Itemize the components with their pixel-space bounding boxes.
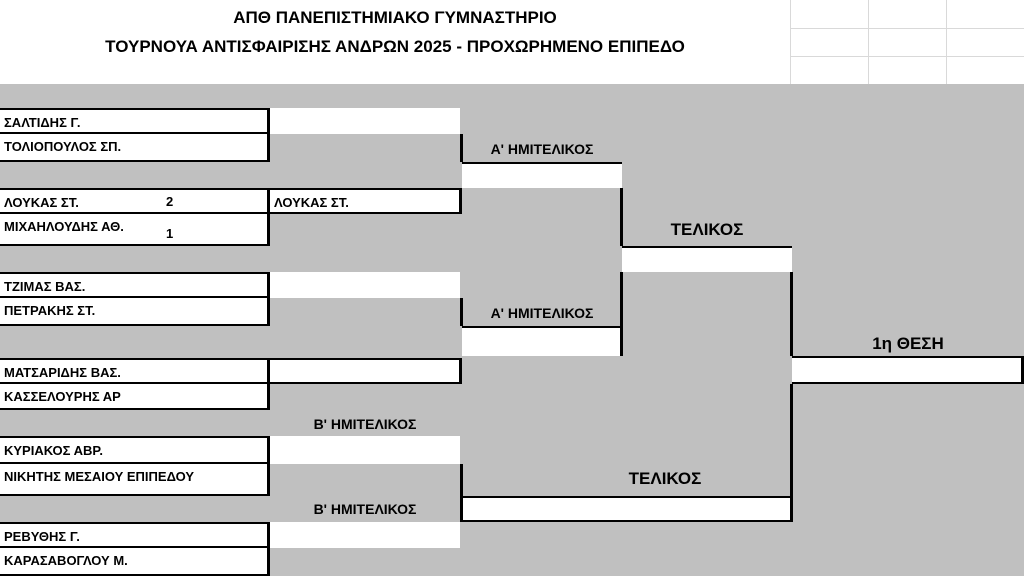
score: 2 [166,194,174,209]
title-line-2: ΤΟΥΡΝΟΥΑ ΑΝΤΙΣΦΑΙΡΙΣΗΣ ΑΝΔΡΩΝ 2025 - ΠΡΟ… [105,37,685,56]
final-box-bottom[interactable] [460,496,792,522]
round2-cell[interactable] [270,272,460,298]
player-cell[interactable]: ΤΟΛΙΟΠΟΥΛΟΣ ΣΠ. [0,134,270,162]
player-cell[interactable]: ΛΟΥΚΑΣ ΣΤ. [0,188,270,214]
final-box-top[interactable] [622,246,792,272]
first-place-label: 1η ΘΕΣΗ [872,334,944,353]
round2-cell[interactable] [270,436,460,464]
player-cell[interactable]: ΚΑΡΑΣΑΒΟΓΛΟΥ Μ. [0,548,270,576]
semi-b-label: Β' ΗΜΙΤΕΛΙΚΟΣ [313,416,417,432]
score: 1 [166,226,174,241]
player-cell[interactable]: ΡΕΒΥΘΗΣ Γ. [0,522,270,548]
round2-cell[interactable] [270,358,462,384]
semi-a-box-2[interactable] [462,326,622,356]
round2-cell[interactable]: ΛΟΥΚΑΣ ΣΤ. [270,188,462,214]
spreadsheet-grid [790,0,1024,84]
player-cell[interactable]: ΜΙΧΑΗΛΟΥΔΗΣ ΑΘ. [0,214,270,246]
semi-b-label-2: Β' ΗΜΙΤΕΛΙΚΟΣ [313,501,417,517]
semi-a-box[interactable] [462,162,622,188]
first-place-box[interactable] [792,356,1024,384]
player-cell[interactable]: ΚΑΣΣΕΛΟΥΡΗΣ ΑΡ [0,384,270,410]
header: ΑΠΘ ΠΑΝΕΠΙΣΤΗΜΙΑΚΟ ΓΥΜΝΑΣΤΗΡΙΟ ΤΟΥΡΝΟΥΑ … [0,0,790,84]
player-cell[interactable]: ΣΑΛΤΙΔΗΣ Γ. [0,108,270,134]
final-label-top: ΤΕΛΙΚΟΣ [670,220,744,239]
player-cell[interactable]: ΠΕΤΡΑΚΗΣ ΣΤ. [0,298,270,326]
player-cell[interactable]: ΤΖΙΜΑΣ ΒΑΣ. [0,272,270,298]
player-cell[interactable]: ΜΑΤΣΑΡΙΔΗΣ ΒΑΣ. [0,358,270,384]
player-cell[interactable]: ΝΙΚΗΤΗΣ ΜΕΣΑΙΟΥ ΕΠΙΠΕΔΟΥ [0,464,270,496]
round2-cell[interactable] [270,522,460,548]
semi-a-label: Α' ΗΜΙΤΕΛΙΚΟΣ [490,141,594,157]
player-cell[interactable]: ΚΥΡΙΑΚΟΣ ΑΒΡ. [0,436,270,464]
bracket-canvas: ΣΑΛΤΙΔΗΣ Γ. ΤΟΛΙΟΠΟΥΛΟΣ ΣΠ. ΛΟΥΚΑΣ ΣΤ. Μ… [0,84,1024,576]
final-label-bottom: ΤΕΛΙΚΟΣ [628,469,702,488]
semi-a-label-2: Α' ΗΜΙΤΕΛΙΚΟΣ [490,305,594,321]
round2-cell[interactable] [270,108,460,134]
title-line-1: ΑΠΘ ΠΑΝΕΠΙΣΤΗΜΙΑΚΟ ΓΥΜΝΑΣΤΗΡΙΟ [233,8,557,27]
